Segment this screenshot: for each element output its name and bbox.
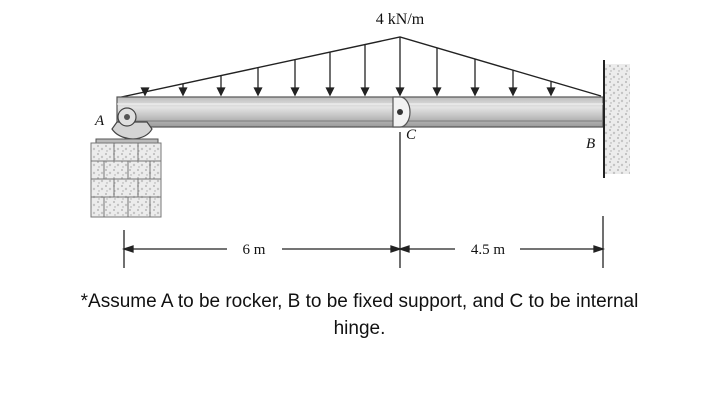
load-arrow-head	[290, 87, 300, 97]
fixed-support	[603, 60, 630, 178]
load-arrow-head	[253, 87, 263, 97]
dimension-lines	[121, 132, 606, 268]
load-intensity-label: 4 kN/m	[376, 11, 425, 28]
point-b-label: B	[586, 136, 595, 152]
load-arrow-head	[216, 87, 226, 97]
assumption-note-line1: *Assume A to be rocker, B to be fixed su…	[80, 291, 639, 312]
load-arrow-head	[546, 87, 556, 97]
load-arrow-head	[395, 87, 405, 97]
dimension-right-label: 4.5 m	[471, 242, 506, 258]
load-arrow-head	[470, 87, 480, 97]
point-a-label: A	[94, 113, 105, 129]
distributed-load	[116, 36, 602, 99]
point-c-label: C	[406, 127, 417, 143]
beam	[116, 96, 604, 128]
load-arrow-head	[360, 87, 370, 97]
load-arrow-head	[508, 87, 518, 97]
load-arrow-head	[325, 87, 335, 97]
dimension-left-label: 6 m	[243, 242, 266, 258]
rocker-support	[95, 107, 159, 144]
load-arrows	[140, 37, 556, 97]
assumption-note-line2: hinge.	[333, 318, 386, 339]
load-arrow-head	[140, 87, 150, 97]
internal-hinge	[392, 96, 411, 128]
masonry-pier	[90, 142, 162, 218]
assumption-note: *Assume A to be rocker, B to be fixed su…	[20, 288, 699, 342]
load-arrow-head	[178, 87, 188, 97]
load-arrow-head	[432, 87, 442, 97]
